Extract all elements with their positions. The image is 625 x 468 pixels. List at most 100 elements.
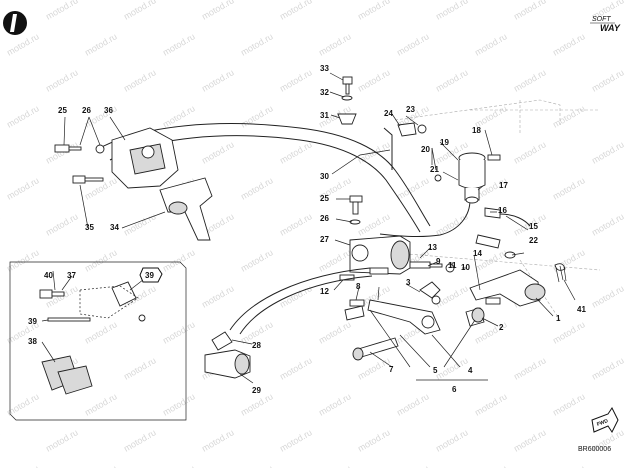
watermark-text: motod.ru (278, 139, 314, 165)
watermark-text: motod.ru (161, 319, 197, 345)
watermark-text: motod.ru (551, 103, 587, 129)
part-label-3: 3 (406, 278, 411, 287)
watermark-text: motod.ru (356, 0, 392, 22)
watermark-text: motod.ru (434, 0, 470, 22)
brake-fluid-reservoir (431, 147, 501, 204)
part-label-1: 1 (556, 314, 561, 323)
watermark-text: motod.ru (239, 103, 275, 129)
watermark-text: motod.ru (200, 283, 236, 309)
softway-brand-mark: SOFT WAY (590, 16, 621, 33)
master-cylinder (339, 195, 411, 281)
watermark-text: motod.ru (44, 139, 80, 165)
part-label-7: 7 (389, 365, 394, 374)
watermark-text: motod.ru (278, 67, 314, 93)
part-label-6: 6 (452, 385, 457, 394)
leader-lines (41, 72, 576, 384)
part-label-39: 39 (28, 317, 37, 326)
watermark-text: motod.ru (0, 355, 2, 381)
part-label-29: 29 (252, 386, 261, 395)
watermark-text: motod.ru (590, 211, 625, 237)
watermark-text: motod.ru (317, 31, 353, 57)
watermark-text: motod.ru (239, 391, 275, 417)
part-label-40: 40 (44, 271, 53, 280)
watermark-text: motod.ru (0, 67, 2, 93)
watermark-text: motod.ru (239, 247, 275, 273)
brake-pad-inset (9, 261, 187, 421)
part-label-4: 4 (468, 366, 473, 375)
watermark-text: motod.ru (83, 31, 119, 57)
part-label-14: 14 (473, 249, 482, 258)
watermark-text: motod.ru (317, 463, 353, 468)
part-label-5: 5 (433, 366, 438, 375)
watermark-text: motod.ru (434, 211, 470, 237)
watermark-text: motod.ru (473, 31, 509, 57)
part-label-22: 22 (529, 236, 538, 245)
part-label-25: 25 (58, 106, 67, 115)
part-label-21: 21 (430, 165, 439, 174)
watermark-text: motod.ru (200, 139, 236, 165)
watermark-text: motod.ru (473, 391, 509, 417)
part-label-9: 9 (436, 257, 441, 266)
watermark-text: motod.ru (278, 427, 314, 453)
part-label-10: 10 (461, 263, 470, 272)
watermark-text: motod.ru (356, 67, 392, 93)
part-label-33: 33 (320, 64, 329, 73)
watermark-text: motod.ru (551, 391, 587, 417)
inset-callout-39: 39 (139, 267, 163, 283)
watermark-text: motod.ru (356, 355, 392, 381)
part-number-labels: 1 2 3 4 5 6 7 8 9 10 11 12 13 14 15 16 1… (28, 64, 586, 395)
watermark-text: motod.ru (0, 139, 2, 165)
watermark-text: motod.ru (161, 391, 197, 417)
part-label-25b: 25 (320, 194, 329, 203)
watermark-text: motod.ru (512, 355, 548, 381)
watermark-text: motod.ru (200, 0, 236, 22)
watermark-text: motod.ru (512, 139, 548, 165)
part-label-26b: 26 (320, 214, 329, 223)
part-label-2: 2 (499, 323, 504, 332)
part-label-17: 17 (499, 181, 508, 190)
watermark-text: motod.ru (5, 247, 41, 273)
watermark-text: motod.ru (512, 67, 548, 93)
part-label-20: 20 (421, 145, 430, 154)
forward-arrow-icon: FWD (591, 407, 619, 433)
watermark-text: motod.ru (0, 427, 2, 453)
part-label-19: 19 (440, 138, 449, 147)
watermark-text: motod.ru (551, 463, 587, 468)
watermark-text: motod.ru (356, 427, 392, 453)
part-label-24: 24 (384, 109, 393, 118)
watermark-text: motod.ru (122, 355, 158, 381)
watermark-text: motod.ru (239, 175, 275, 201)
brake-caliper-assembly (54, 127, 213, 241)
watermark-text: motod.ru (590, 355, 625, 381)
watermark-text: motod.ru (122, 427, 158, 453)
watermark-text: motod.ru (200, 67, 236, 93)
watermark-text: motod.ru (317, 391, 353, 417)
watermark-text: motod.ru (5, 391, 41, 417)
watermark-text: motod.ru (395, 31, 431, 57)
part-label-37: 37 (67, 271, 76, 280)
part-label-35: 35 (85, 223, 94, 232)
part-label-16: 16 (498, 206, 507, 215)
rear-master-cylinder (204, 331, 251, 379)
watermark-text: motod.ru (278, 211, 314, 237)
part-label-30: 30 (320, 172, 329, 181)
watermark-text: motod.ru (122, 211, 158, 237)
watermark-text: motod.ru (551, 175, 587, 201)
part-label-38: 38 (28, 337, 37, 346)
watermark-text: motod.ru (5, 175, 41, 201)
watermark-text: motod.ru (161, 103, 197, 129)
brand-line2: WAY (600, 23, 621, 33)
watermark-text: motod.ru (200, 427, 236, 453)
watermark-text: motod.ru (278, 0, 314, 22)
part-label-28: 28 (252, 341, 261, 350)
watermark-text: motod.ru (278, 283, 314, 309)
manufacturer-logo (3, 11, 27, 35)
part-label-36: 36 (104, 106, 113, 115)
part-label-18: 18 (472, 126, 481, 135)
part-label-41: 41 (577, 305, 586, 314)
footrest-lever-parts (344, 299, 485, 361)
watermark-text: motod.ru (44, 0, 80, 22)
watermark-text: motod.ru (161, 463, 197, 468)
watermark-text: motod.ru (5, 31, 41, 57)
